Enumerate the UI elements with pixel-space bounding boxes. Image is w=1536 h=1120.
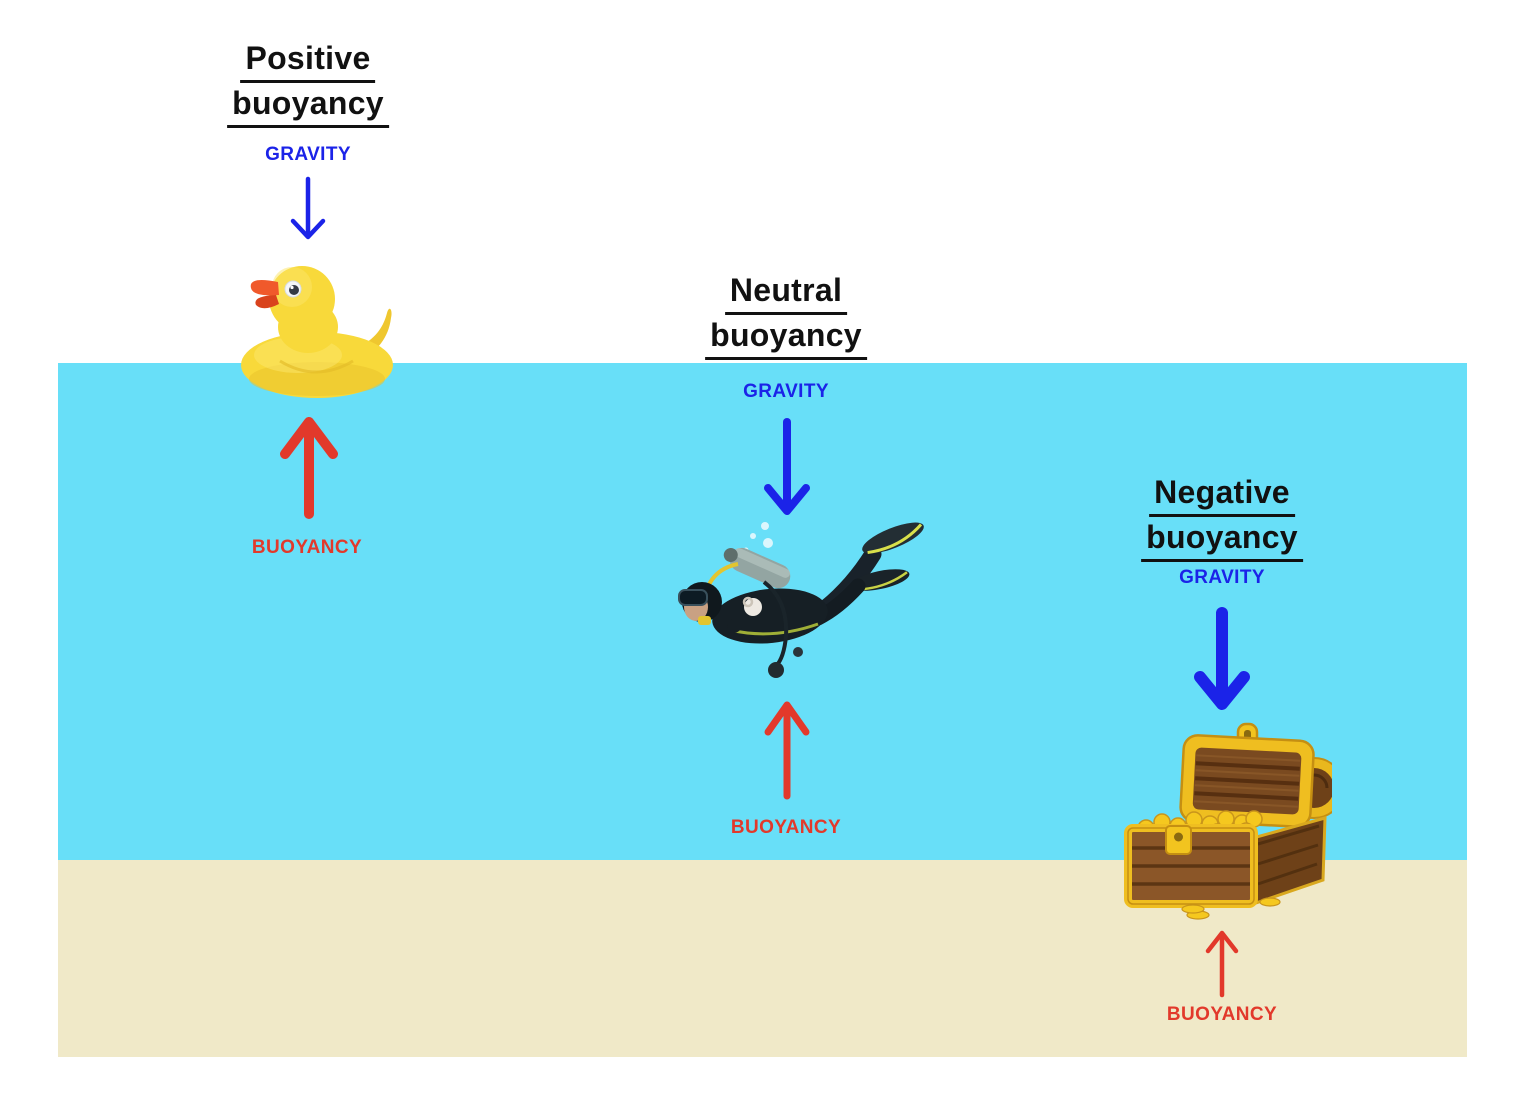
rubber-duck-icon — [241, 266, 393, 398]
treasure-chest-icon — [1124, 722, 1332, 920]
title-line: buoyancy — [705, 317, 867, 360]
title-line: Positive — [240, 40, 376, 83]
positive-buoyancy-title: Positive buoyancy — [227, 40, 389, 130]
buoyancy-arrow-icon — [280, 417, 338, 519]
gravity-arrow-icon — [1194, 607, 1250, 710]
scuba-diver-icon — [678, 522, 924, 678]
neutral-buoyancy-title: Neutral buoyancy — [705, 272, 867, 362]
title-line: buoyancy — [227, 85, 389, 128]
title-line: buoyancy — [1141, 519, 1303, 562]
gravity-label: GRAVITY — [1179, 567, 1265, 588]
negative-buoyancy-title: Negative buoyancy — [1141, 474, 1303, 564]
buoyancy-arrow-icon — [1205, 930, 1239, 998]
buoyancy-arrow-icon — [764, 701, 810, 800]
buoyancy-label: BUOYANCY — [1166, 1004, 1278, 1025]
buoyancy-label: BUOYANCY — [251, 537, 363, 558]
gravity-label: GRAVITY — [265, 144, 351, 165]
gravity-arrow-icon — [764, 418, 810, 515]
gravity-label: GRAVITY — [743, 381, 829, 402]
title-line: Neutral — [724, 272, 848, 315]
gravity-arrow-icon — [290, 176, 326, 240]
title-line: Negative — [1149, 474, 1295, 517]
buoyancy-label: BUOYANCY — [730, 817, 842, 838]
